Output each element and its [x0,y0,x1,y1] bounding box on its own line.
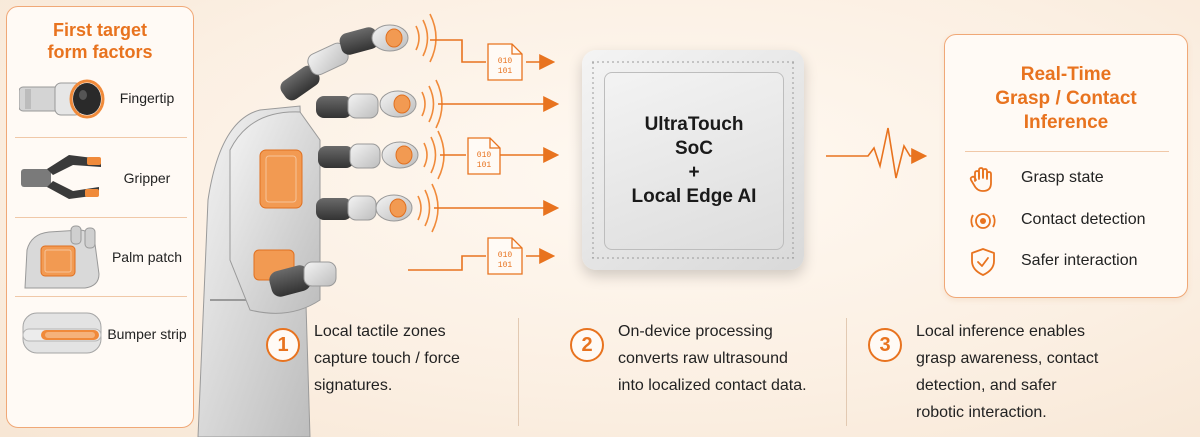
gripper-image [21,155,101,199]
chip-label-line3: + [688,162,700,183]
bumper-strip-image [22,312,102,354]
hand-icon [969,167,992,192]
output-grasp-state: Grasp state [967,163,1177,195]
packet-bits-line1: 010 [498,251,513,260]
target-icon [970,213,996,229]
fingertip-image [19,79,105,119]
step-2: 2 On-device processing converts raw ultr… [570,318,840,428]
robotic-hand-illustration [197,13,445,437]
inference-panel: Real-Time Grasp / Contact Inference Gras… [944,34,1188,298]
step-3: 3 Local inference enables grasp awarenes… [868,318,1168,430]
chip-pins [592,61,794,259]
form-factor-fingertip: Fingertip [15,61,187,135]
packet-bits-line2: 101 [498,67,513,76]
inference-title-line1: Real-Time [1020,64,1112,85]
form-factors-title-line2: form factors [47,42,153,62]
chip-label-line1: UltraTouch [644,114,744,135]
form-factor-divider [15,296,187,297]
shield-check-icon [971,248,995,276]
form-factor-palm-patch: Palm patch [15,220,187,294]
step-1-number: 1 [266,328,300,362]
inference-title-line2: Grasp / Contact [995,88,1137,109]
step-divider [846,318,847,426]
output-grasp-state-label: Grasp state [1021,169,1104,186]
packet-bits-line1: 010 [498,57,513,66]
form-factor-bumper-strip: Bumper strip [15,297,187,371]
step-3-number: 3 [868,328,902,362]
step-2-text: On-device processing converts raw ultras… [618,323,807,394]
output-safer-interaction-label: Safer interaction [1021,252,1138,269]
inference-divider [965,151,1169,152]
output-contact-detection: Contact detection [967,205,1177,237]
form-factors-title: First target form factors [7,19,193,63]
form-factors-title-line1: First target [52,20,148,40]
step-1: 1 Local tactile zones capture touch / fo… [266,318,506,428]
palm-patch-label: Palm patch [111,249,183,265]
data-packet-1: 010 101 [487,43,523,81]
form-factors-panel: First target form factors Fingertip Grip… [6,6,194,428]
soc-chip: UltraTouch SoC + Local Edge AI [582,50,804,270]
flow-line-1 [430,39,486,63]
fingertip-label: Fingertip [119,90,175,106]
chip-label: UltraTouch SoC + Local Edge AI [604,72,784,250]
packet-bits-line2: 101 [477,161,492,170]
form-factor-divider [15,137,187,138]
step-2-number: 2 [570,328,604,362]
inference-title-line3: Inference [1023,112,1109,133]
bumper-strip-label: Bumper strip [107,326,187,342]
palm-patch-image [24,225,100,289]
inference-title: Real-Time Grasp / Contact Inference [945,63,1187,135]
gripper-label: Gripper [123,170,171,186]
packet-bits-line1: 010 [477,151,492,160]
flow-line-5 [408,255,486,271]
step-1-text: Local tactile zones capture touch / forc… [314,323,460,394]
output-safer-interaction: Safer interaction [967,246,1177,278]
chip-label-line4: Local Edge AI [631,186,757,207]
signal-flow-diagram: 010 101 010 101 010 101 [408,39,928,275]
packet-bits-line2: 101 [498,261,513,270]
form-factor-gripper: Gripper [15,141,187,215]
chip-label-line2: SoC [675,138,713,159]
step-divider [518,318,519,426]
data-packet-2: 010 101 [467,137,501,175]
data-packet-3: 010 101 [487,237,523,275]
inference-pulse-arrow [826,127,928,179]
step-3-text: Local inference enables grasp awareness,… [916,323,1099,421]
output-contact-detection-label: Contact detection [1021,211,1146,228]
form-factor-divider [15,217,187,218]
